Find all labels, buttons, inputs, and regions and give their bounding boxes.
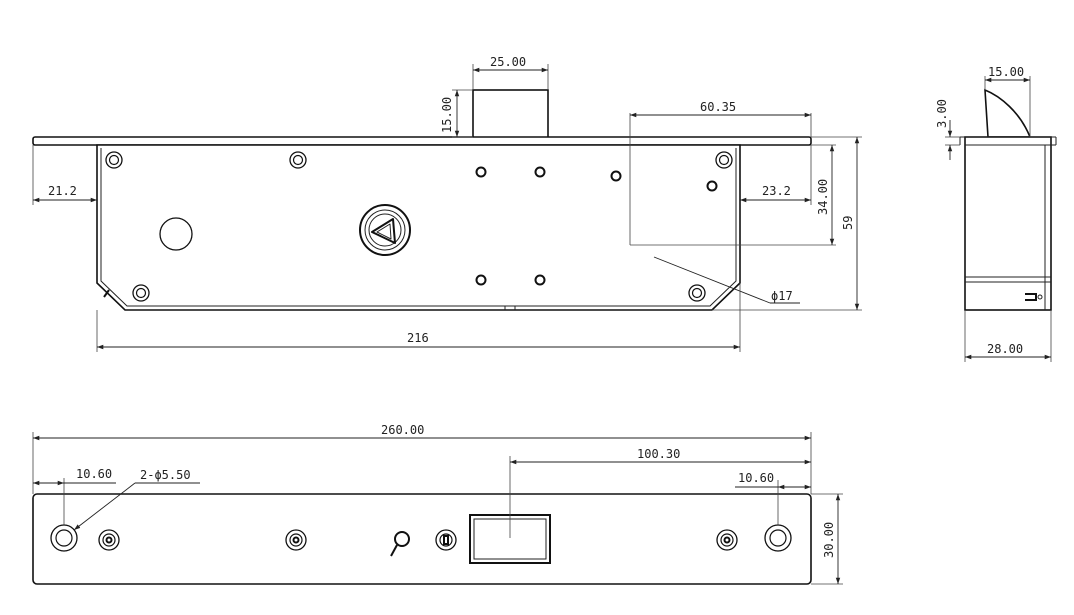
body-screw: [105, 151, 123, 169]
faceplate-strip: [32, 136, 812, 146]
dim-side-bolt-width: 15.00: [988, 65, 1024, 79]
mounting-hole: [610, 170, 622, 182]
dim-body-length: 216: [407, 331, 429, 345]
front-view: [32, 89, 812, 311]
faceplate-screw: [716, 529, 738, 551]
body-screw: [132, 284, 150, 302]
lock-body: [96, 144, 741, 311]
mounting-hole: [534, 166, 546, 178]
dim-right-hole-offset: 60.35: [700, 100, 736, 114]
dim-left-offset: 21.2: [48, 184, 77, 198]
faceplate-screw-hole: [50, 524, 78, 552]
dim-right-offset: 23.2: [762, 184, 791, 198]
faceplate-screw-hole: [764, 524, 792, 552]
dim-side-body-width: 28.00: [987, 342, 1023, 356]
lock-body-inner-edge: [100, 148, 737, 307]
faceplate-indicator: [390, 531, 410, 557]
latch-bolt: [472, 89, 549, 139]
faceplate-screw: [98, 529, 120, 551]
dim-bolt-height: 15.00: [440, 97, 454, 133]
side-body: [964, 136, 1052, 311]
dim-bolt-width: 25.00: [490, 55, 526, 69]
side-bolt: [984, 88, 1032, 138]
dim-hole-height: 34.00: [816, 179, 830, 215]
spindle-hub: [359, 204, 411, 256]
dim-hole-diameter: ϕ17: [771, 289, 793, 303]
mounting-hole: [534, 274, 546, 286]
dim-side-bolt-height: 3.00: [935, 99, 949, 128]
side-hole-marks: [1025, 293, 1043, 301]
body-screw: [289, 151, 307, 169]
corner-tick: [103, 289, 110, 298]
side-view: [959, 88, 1057, 311]
front-dimensions: 25.00 15.00 60.35 21.2 23.2 34.00 59 ϕ17: [32, 55, 862, 352]
mounting-hole: [475, 274, 487, 286]
cylinder-hole: [159, 217, 193, 251]
dim-left-hole-offset: 10.60: [76, 467, 112, 481]
mounting-hole: [475, 166, 487, 178]
dim-plate-height: 30.00: [822, 522, 836, 558]
faceplate-screw: [435, 529, 457, 551]
dim-faceplate-length: 260.00: [381, 423, 424, 437]
side-dimensions: 15.00 3.00 28.00: [935, 65, 1052, 362]
dim-bolt-offset: 100.30: [637, 447, 680, 461]
body-screw: [688, 284, 706, 302]
faceplate-dimensions: 260.00 100.30 10.60 2-ϕ5.50 10.60 30.00: [32, 423, 843, 585]
dim-total-height: 59: [841, 216, 855, 230]
dim-screw-holes: 2-ϕ5.50: [140, 468, 191, 482]
faceplate-screw: [285, 529, 307, 551]
faceplate: [32, 493, 812, 585]
dim-right-hole-offset: 10.60: [738, 471, 774, 485]
faceplate-view: [32, 493, 812, 585]
body-screw: [715, 151, 733, 169]
mounting-hole: [706, 180, 718, 192]
